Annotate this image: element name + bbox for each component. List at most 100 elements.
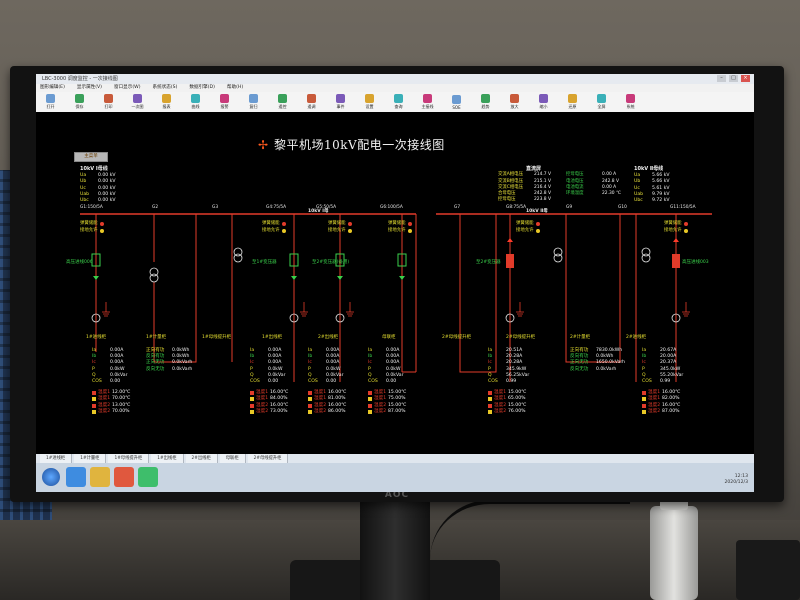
temp-key: 温度2 <box>648 402 661 408</box>
menu-item[interactable]: 显示属性(V) <box>76 85 102 90</box>
toolbar-button[interactable]: 曲线 <box>183 94 208 110</box>
status-tag: 接地允许 <box>388 227 412 234</box>
toolbar-button[interactable]: 保存 <box>67 94 92 110</box>
page-tab[interactable]: 母联柜 <box>219 454 246 463</box>
ct-g11 <box>671 313 681 323</box>
meas-key: 正向有功 <box>146 348 165 353</box>
temp-key: 温度2 <box>494 402 507 408</box>
meas-key: Ib <box>642 354 647 360</box>
toolbar-button[interactable]: 打印 <box>96 94 121 110</box>
menu-item[interactable]: 图形编辑(E) <box>40 85 65 90</box>
status-dot <box>281 221 286 226</box>
meas-key: Q <box>642 372 646 378</box>
meas-key: Ic <box>308 360 312 366</box>
meas-value: 0.00A <box>326 354 340 360</box>
toolbar-button[interactable]: 事件 <box>328 94 353 110</box>
toolbar-icon <box>278 94 287 103</box>
toolbar-button[interactable]: 遥调 <box>299 94 324 110</box>
dc-cell: 242.8 V <box>534 191 551 197</box>
toolbar-button[interactable]: 设置 <box>357 94 382 110</box>
menu-item[interactable]: 数据引擎(D) <box>189 85 215 90</box>
browser-icon[interactable] <box>66 467 86 487</box>
dc-cell: 215.1 V <box>534 178 551 184</box>
minimize-button[interactable]: – <box>717 75 726 82</box>
toolbar-button[interactable]: 一次图 <box>125 94 150 110</box>
arrow-g11 <box>673 238 679 242</box>
value: 9.79 kV <box>652 191 670 197</box>
page-tab[interactable]: 1#母线提升柜 <box>108 454 150 463</box>
system-tray[interactable]: 12:13 2020/12/3 <box>724 474 748 486</box>
status-dot <box>683 221 688 226</box>
cabinet-label: G9 <box>566 205 573 210</box>
meas-value: 0.99 <box>506 379 517 385</box>
page-tab[interactable]: 1#进线柜 <box>40 454 73 463</box>
toolbar-button[interactable]: 打开 <box>38 94 63 110</box>
meas-value: 0.00A <box>268 360 282 366</box>
toolbar-button[interactable]: 缩小 <box>531 94 556 110</box>
home-button[interactable]: 主菜单 <box>74 152 108 162</box>
meas-value: 20.28A <box>506 360 523 366</box>
toolbar-button[interactable]: 报警 <box>212 94 237 110</box>
toolbar-button[interactable]: 放大 <box>502 94 527 110</box>
status-dot <box>407 228 412 233</box>
maximize-button[interactable]: □ <box>729 75 738 82</box>
temp-key: 湿度2 <box>256 408 269 414</box>
toolbar-button-label: 复归 <box>249 104 258 109</box>
meas-key: 正向有功 <box>570 348 589 353</box>
temp-value: 15.00℃ <box>388 390 407 396</box>
dc-cell: 合母电压 <box>498 191 516 197</box>
toolbar-button[interactable]: 主接线 <box>415 94 440 110</box>
toolbar-button[interactable]: 系统 <box>618 94 643 110</box>
temp-value: 16.00℃ <box>328 402 347 408</box>
start-button[interactable] <box>42 468 60 486</box>
page-tab[interactable]: 1#计量柜 <box>74 454 107 463</box>
page-tab[interactable]: 2#母线提升柜 <box>247 454 289 463</box>
temp-value: 81.00% <box>328 396 346 402</box>
menu-item[interactable]: 系统状态(S) <box>152 85 178 90</box>
feeder-name: 母联柜 <box>382 335 396 340</box>
page-tab[interactable]: 1#出线柜 <box>151 454 184 463</box>
temp-value: 75.00% <box>388 396 406 402</box>
label: Ub <box>634 179 641 185</box>
menu-item[interactable]: 窗口显示(W) <box>113 85 141 90</box>
toolbar-icon <box>162 94 171 103</box>
cabinet-label: G3 <box>212 205 219 210</box>
menu-item[interactable]: 帮助(H) <box>226 85 244 90</box>
ct-g5 <box>335 313 345 323</box>
toolbar-button-label: 遥调 <box>307 104 316 109</box>
page-tab[interactable]: 2#出线柜 <box>185 454 218 463</box>
meas-key: COS <box>308 379 318 385</box>
meas-key: 反向有功 <box>146 354 165 360</box>
status-dot <box>347 228 352 233</box>
app-icon[interactable] <box>138 467 158 487</box>
dc-cell: 22.30 ℃ <box>602 191 621 197</box>
toolbar-button[interactable]: 遥控 <box>270 94 295 110</box>
toolbar-button[interactable]: 报表 <box>154 94 179 110</box>
temp-value: 16.00℃ <box>270 390 289 396</box>
toolbar-button[interactable]: 全屏 <box>589 94 614 110</box>
status-tag-label: 弹簧储能 <box>664 221 682 226</box>
toolbar-button[interactable]: 查询 <box>386 94 411 110</box>
toolbar-button[interactable]: 趋势 <box>473 94 498 110</box>
toolbar-button[interactable]: SOE <box>444 94 469 110</box>
arrow-g4 <box>291 276 297 280</box>
close-button[interactable]: × <box>741 75 750 82</box>
arrow-g8 <box>507 238 513 242</box>
toolbar-button[interactable]: 复归 <box>241 94 266 110</box>
toolbar-button[interactable]: 还原 <box>560 94 585 110</box>
temp-indicator <box>368 409 372 414</box>
temp-value: 16.00℃ <box>662 402 681 408</box>
folder-icon[interactable] <box>90 467 110 487</box>
media-icon[interactable] <box>114 467 134 487</box>
